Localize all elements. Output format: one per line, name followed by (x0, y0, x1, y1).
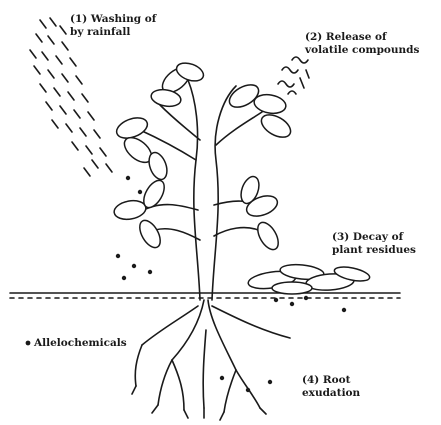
rainfall (30, 18, 112, 176)
volatile-compounds (278, 57, 309, 94)
label-root-line1: (4) Root (302, 374, 360, 387)
label-decay: (3) Decay of plant residues (332, 231, 416, 257)
label-allelochemicals: Allelochemicals (34, 337, 127, 350)
label-decay-line2: plant residues (332, 244, 416, 257)
plant-roots (132, 300, 290, 420)
label-volatile-line2: volatile compounds (305, 44, 419, 57)
label-decay-line1: (3) Decay of (332, 231, 416, 244)
label-washing-line1: (1) Washing of (70, 13, 156, 26)
label-root-exudation: (4) Root exudation (302, 374, 360, 400)
label-root-line2: exudation (302, 387, 360, 400)
ground-line (10, 293, 400, 298)
label-volatile: (2) Release of volatile compounds (305, 31, 419, 57)
plant-residues (247, 263, 371, 294)
label-washing: (1) Washing of by rainfall (70, 13, 156, 39)
label-washing-line2: by rainfall (70, 26, 156, 39)
plant-leaves (113, 60, 295, 253)
label-volatile-line1: (2) Release of (305, 31, 419, 44)
